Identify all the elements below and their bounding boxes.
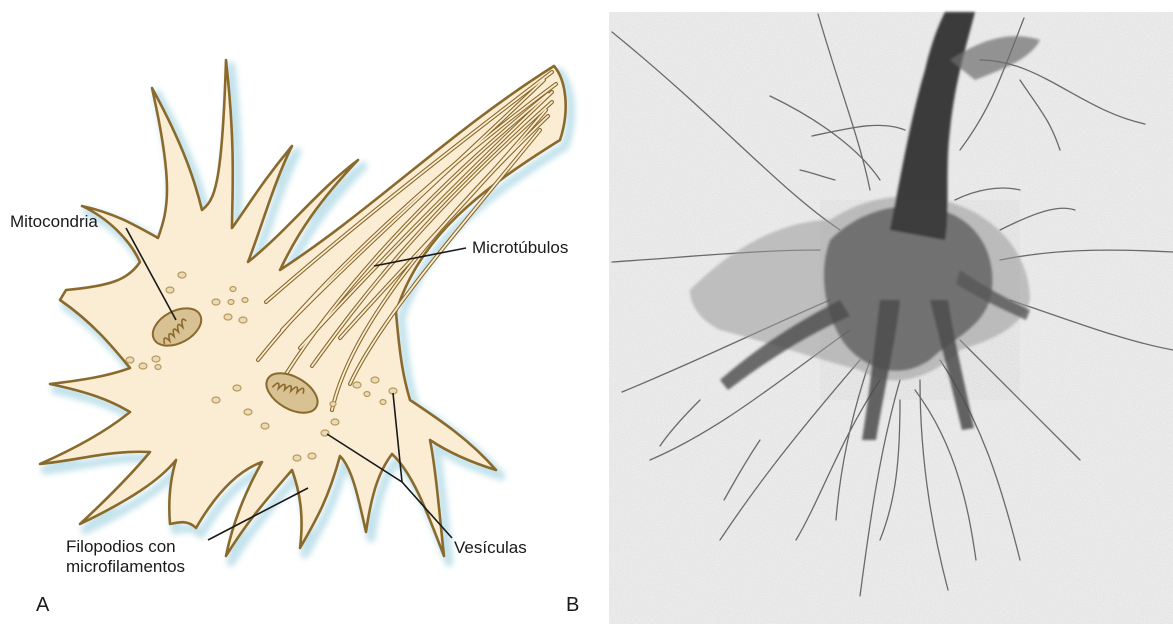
panel-letter-a: A <box>36 594 49 617</box>
label-mitochondria: Mitocondria <box>10 212 98 232</box>
panel-letter-b: B <box>566 594 579 617</box>
label-filopodia-line1: Filopodios con <box>66 537 176 557</box>
label-vesicles: Vesículas <box>454 538 527 558</box>
label-microtubules: Microtúbulos <box>472 238 568 258</box>
panel-b-micrograph <box>609 12 1173 624</box>
label-filopodia-line2: microfilamentos <box>66 557 185 577</box>
panel-a-illustration <box>40 60 571 562</box>
